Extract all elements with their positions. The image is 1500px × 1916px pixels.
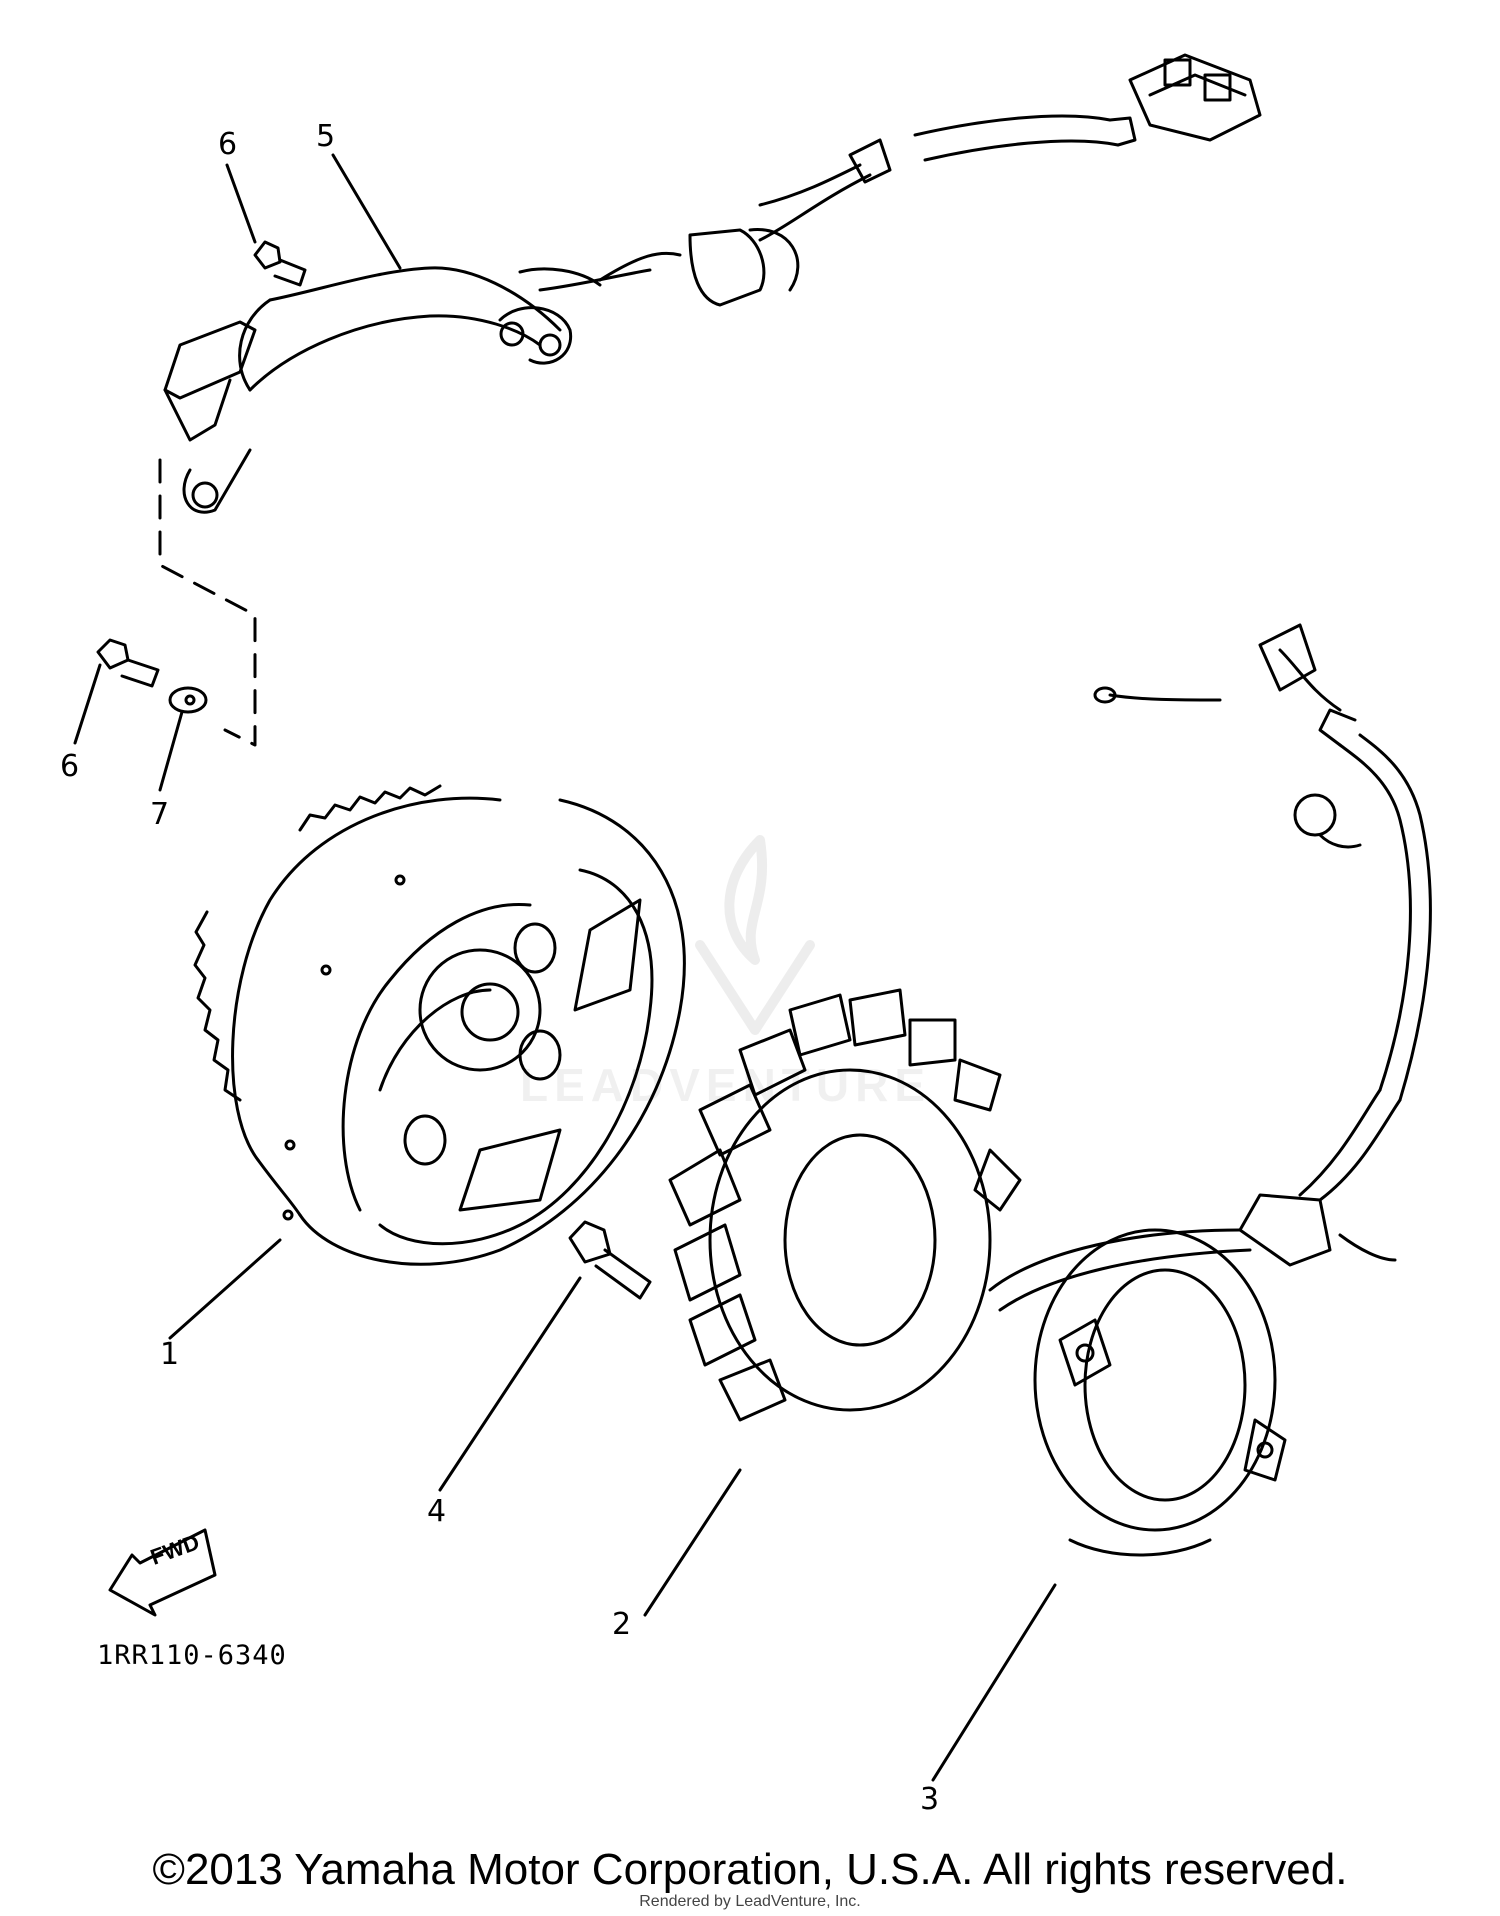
watermark-logo (695, 835, 815, 1035)
leader-3 (931, 1583, 1057, 1782)
stator-cover (1033, 1228, 1287, 1557)
assembly-line (158, 458, 257, 747)
stator-coil (668, 988, 1022, 1422)
leader-6-lower (73, 663, 102, 745)
callout-5: 5 (316, 119, 336, 154)
diagram-part-code: 1RR110-6340 (97, 1640, 287, 1671)
watermark-text: LEADVENTURE (520, 1059, 932, 1111)
bolt-6-lower (96, 638, 160, 688)
bolt-4 (568, 1220, 652, 1300)
callout-6-upper: 6 (218, 127, 238, 162)
callout-3: 3 (920, 1782, 940, 1817)
fwd-arrow-icon (108, 1528, 217, 1617)
stator-wire-harness (988, 623, 1432, 1312)
callout-4: 4 (427, 1494, 447, 1529)
callout-2: 2 (612, 1607, 632, 1642)
copyright-notice: ©2013 Yamaha Motor Corporation, U.S.A. A… (152, 1845, 1348, 1894)
leader-2 (643, 1468, 742, 1617)
leader-1 (168, 1238, 282, 1340)
leader-6-upper (225, 163, 257, 244)
leader-4 (438, 1276, 582, 1492)
leader-5 (331, 153, 402, 270)
callout-6-lower: 6 (60, 749, 80, 784)
callout-7: 7 (150, 797, 170, 832)
flywheel-rotor (193, 784, 686, 1266)
bolt-6-upper (253, 240, 307, 287)
leader-7 (158, 710, 184, 792)
pickup-coil-assembly (163, 53, 1262, 514)
rendered-by-credit: Rendered by LeadVenture, Inc. (639, 1893, 861, 1910)
callout-1: 1 (160, 1337, 180, 1372)
washer-7 (168, 686, 208, 714)
